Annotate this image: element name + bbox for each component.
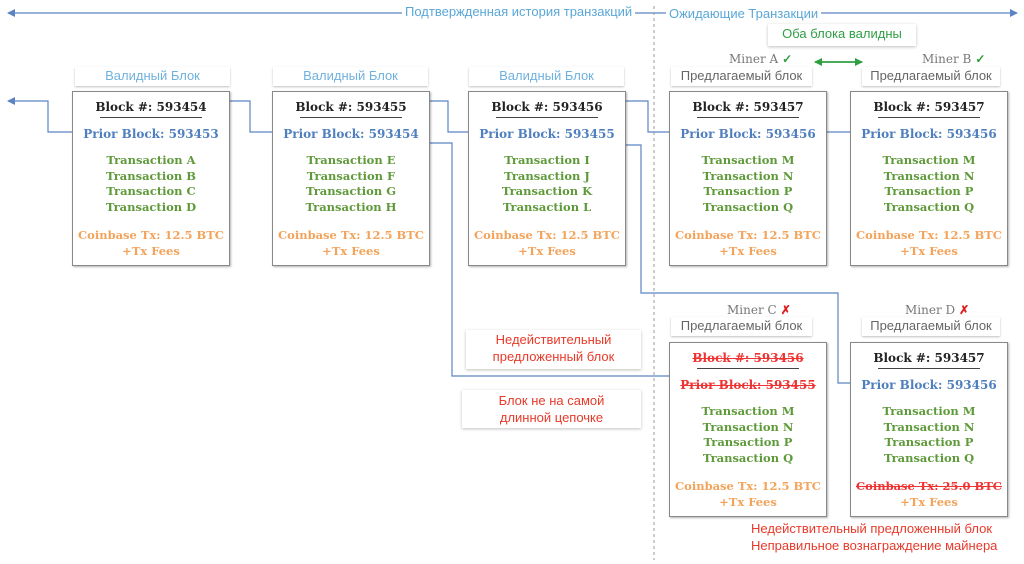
block-number: Block #: 593457 [873,351,985,365]
proposed-block-label: Предлагаемый блок [671,67,812,86]
check-icon: ✓ [975,52,986,66]
valid-block-label: Валидный Блок [469,67,624,86]
tx-fees: +Tx Fees [900,244,958,258]
block-number: Block #: 593456 [491,100,603,114]
prior-block: Prior Block: 593455 [479,127,615,141]
proposed-block-label: Предлагаемый блок [862,67,1000,86]
transaction: Transaction D [105,200,197,215]
invalid-reward-note: Недействительный предложенный блок Непра… [751,521,998,553]
miner-c-label: Miner C✗ [727,303,791,317]
proposed-block-label: Предлагаемый блок [671,317,812,336]
transaction: Transaction N [702,168,794,183]
transaction: Transaction K [501,184,593,199]
transaction: Transaction N [883,168,975,183]
block-593454: Block #: 593454 Prior Block: 593453 Tran… [72,91,230,266]
transaction: Transaction M [882,404,976,418]
coinbase-tx: Coinbase Tx: 12.5 BTC [675,479,821,493]
transaction: Transaction N [702,419,794,434]
valid-block-label: Валидный Блок [273,67,428,86]
block-number: Block #: 593456 [692,351,804,365]
transaction: Transaction Q [702,200,794,215]
coinbase-tx: Coinbase Tx: 12.5 BTC [278,228,424,242]
not-longest-chain-note: Блок не на самой длинной цепочке [462,390,641,428]
transaction: Transaction Q [883,200,975,215]
link-minerD-prior [608,141,873,384]
transaction: Transaction I [504,153,590,167]
transaction: Transaction F [306,168,396,183]
miner-b-block: Block #: 593457 Prior Block: 593456 Tran… [850,91,1008,266]
coinbase-tx: Coinbase Tx: 25.0 BTC [856,479,1002,493]
block-number: Block #: 593454 [95,100,207,114]
check-icon: ✓ [782,52,793,66]
pending-transactions-label: Ожидающие Транзакции [666,6,822,21]
prior-block: Prior Block: 593455 [680,378,816,392]
tx-fees: +Tx Fees [518,244,576,258]
link-593454-prior [7,97,95,133]
block-593455: Block #: 593455 Prior Block: 593454 Tran… [272,91,430,266]
tx-fees: +Tx Fees [719,495,777,509]
tx-fees: +Tx Fees [900,495,958,509]
tx-fees: +Tx Fees [122,244,180,258]
confirmed-history-label: Подтвержденная история транзакций [402,4,636,19]
transaction: Transaction P [884,435,974,450]
miner-c-block: Block #: 593456 Prior Block: 593455 Tran… [669,342,827,517]
block-number: Block #: 593455 [295,100,407,114]
invalid-proposed-note: Недействительный предложенный блок [466,330,641,369]
transaction: Transaction J [504,168,590,183]
tx-fees: +Tx Fees [322,244,380,258]
cross-icon: ✗ [780,303,791,317]
transaction: Transaction M [701,153,795,167]
transaction: Transaction M [701,404,795,418]
coinbase-tx: Coinbase Tx: 12.5 BTC [78,228,224,242]
transaction: Transaction Q [702,451,794,466]
miner-d-block: Block #: 593457 Prior Block: 593456 Tran… [850,342,1008,517]
link-minerC-prior [411,139,690,377]
transaction: Transaction M [882,153,976,167]
coinbase-tx: Coinbase Tx: 12.5 BTC [675,228,821,242]
transaction: Transaction C [106,184,196,199]
prior-block: Prior Block: 593456 [861,378,997,392]
transaction: Transaction L [502,200,592,215]
transaction: Transaction P [703,184,793,199]
coinbase-tx: Coinbase Tx: 12.5 BTC [856,228,1002,242]
transaction: Transaction P [884,184,974,199]
transaction: Transaction B [106,168,196,183]
prior-block: Prior Block: 593456 [680,127,816,141]
prior-block: Prior Block: 593453 [83,127,219,141]
block-number: Block #: 593457 [692,100,804,114]
cross-icon: ✗ [959,303,970,317]
prior-block: Prior Block: 593456 [861,127,997,141]
transaction: Transaction N [883,419,975,434]
block-593456: Block #: 593456 Prior Block: 593455 Tran… [468,91,626,266]
valid-block-label: Валидный Блок [75,67,230,86]
miner-b-label: Miner B✓ [922,52,986,66]
miner-a-label: Miner A✓ [729,52,793,66]
transaction: Transaction G [305,184,397,199]
both-valid-label: Оба блока валидны [768,24,916,46]
transaction: Transaction E [306,153,396,167]
coinbase-tx: Coinbase Tx: 12.5 BTC [474,228,620,242]
miner-d-label: Miner D✗ [905,303,970,317]
proposed-block-label: Предлагаемый блок [862,317,1000,336]
prior-block: Prior Block: 593454 [283,127,419,141]
tx-fees: +Tx Fees [719,244,777,258]
transaction: Transaction H [305,200,397,215]
miner-a-block: Block #: 593457 Prior Block: 593456 Tran… [669,91,827,266]
transaction: Transaction Q [883,451,975,466]
transaction: Transaction P [703,435,793,450]
transaction: Transaction A [106,153,196,167]
block-number: Block #: 593457 [873,100,985,114]
